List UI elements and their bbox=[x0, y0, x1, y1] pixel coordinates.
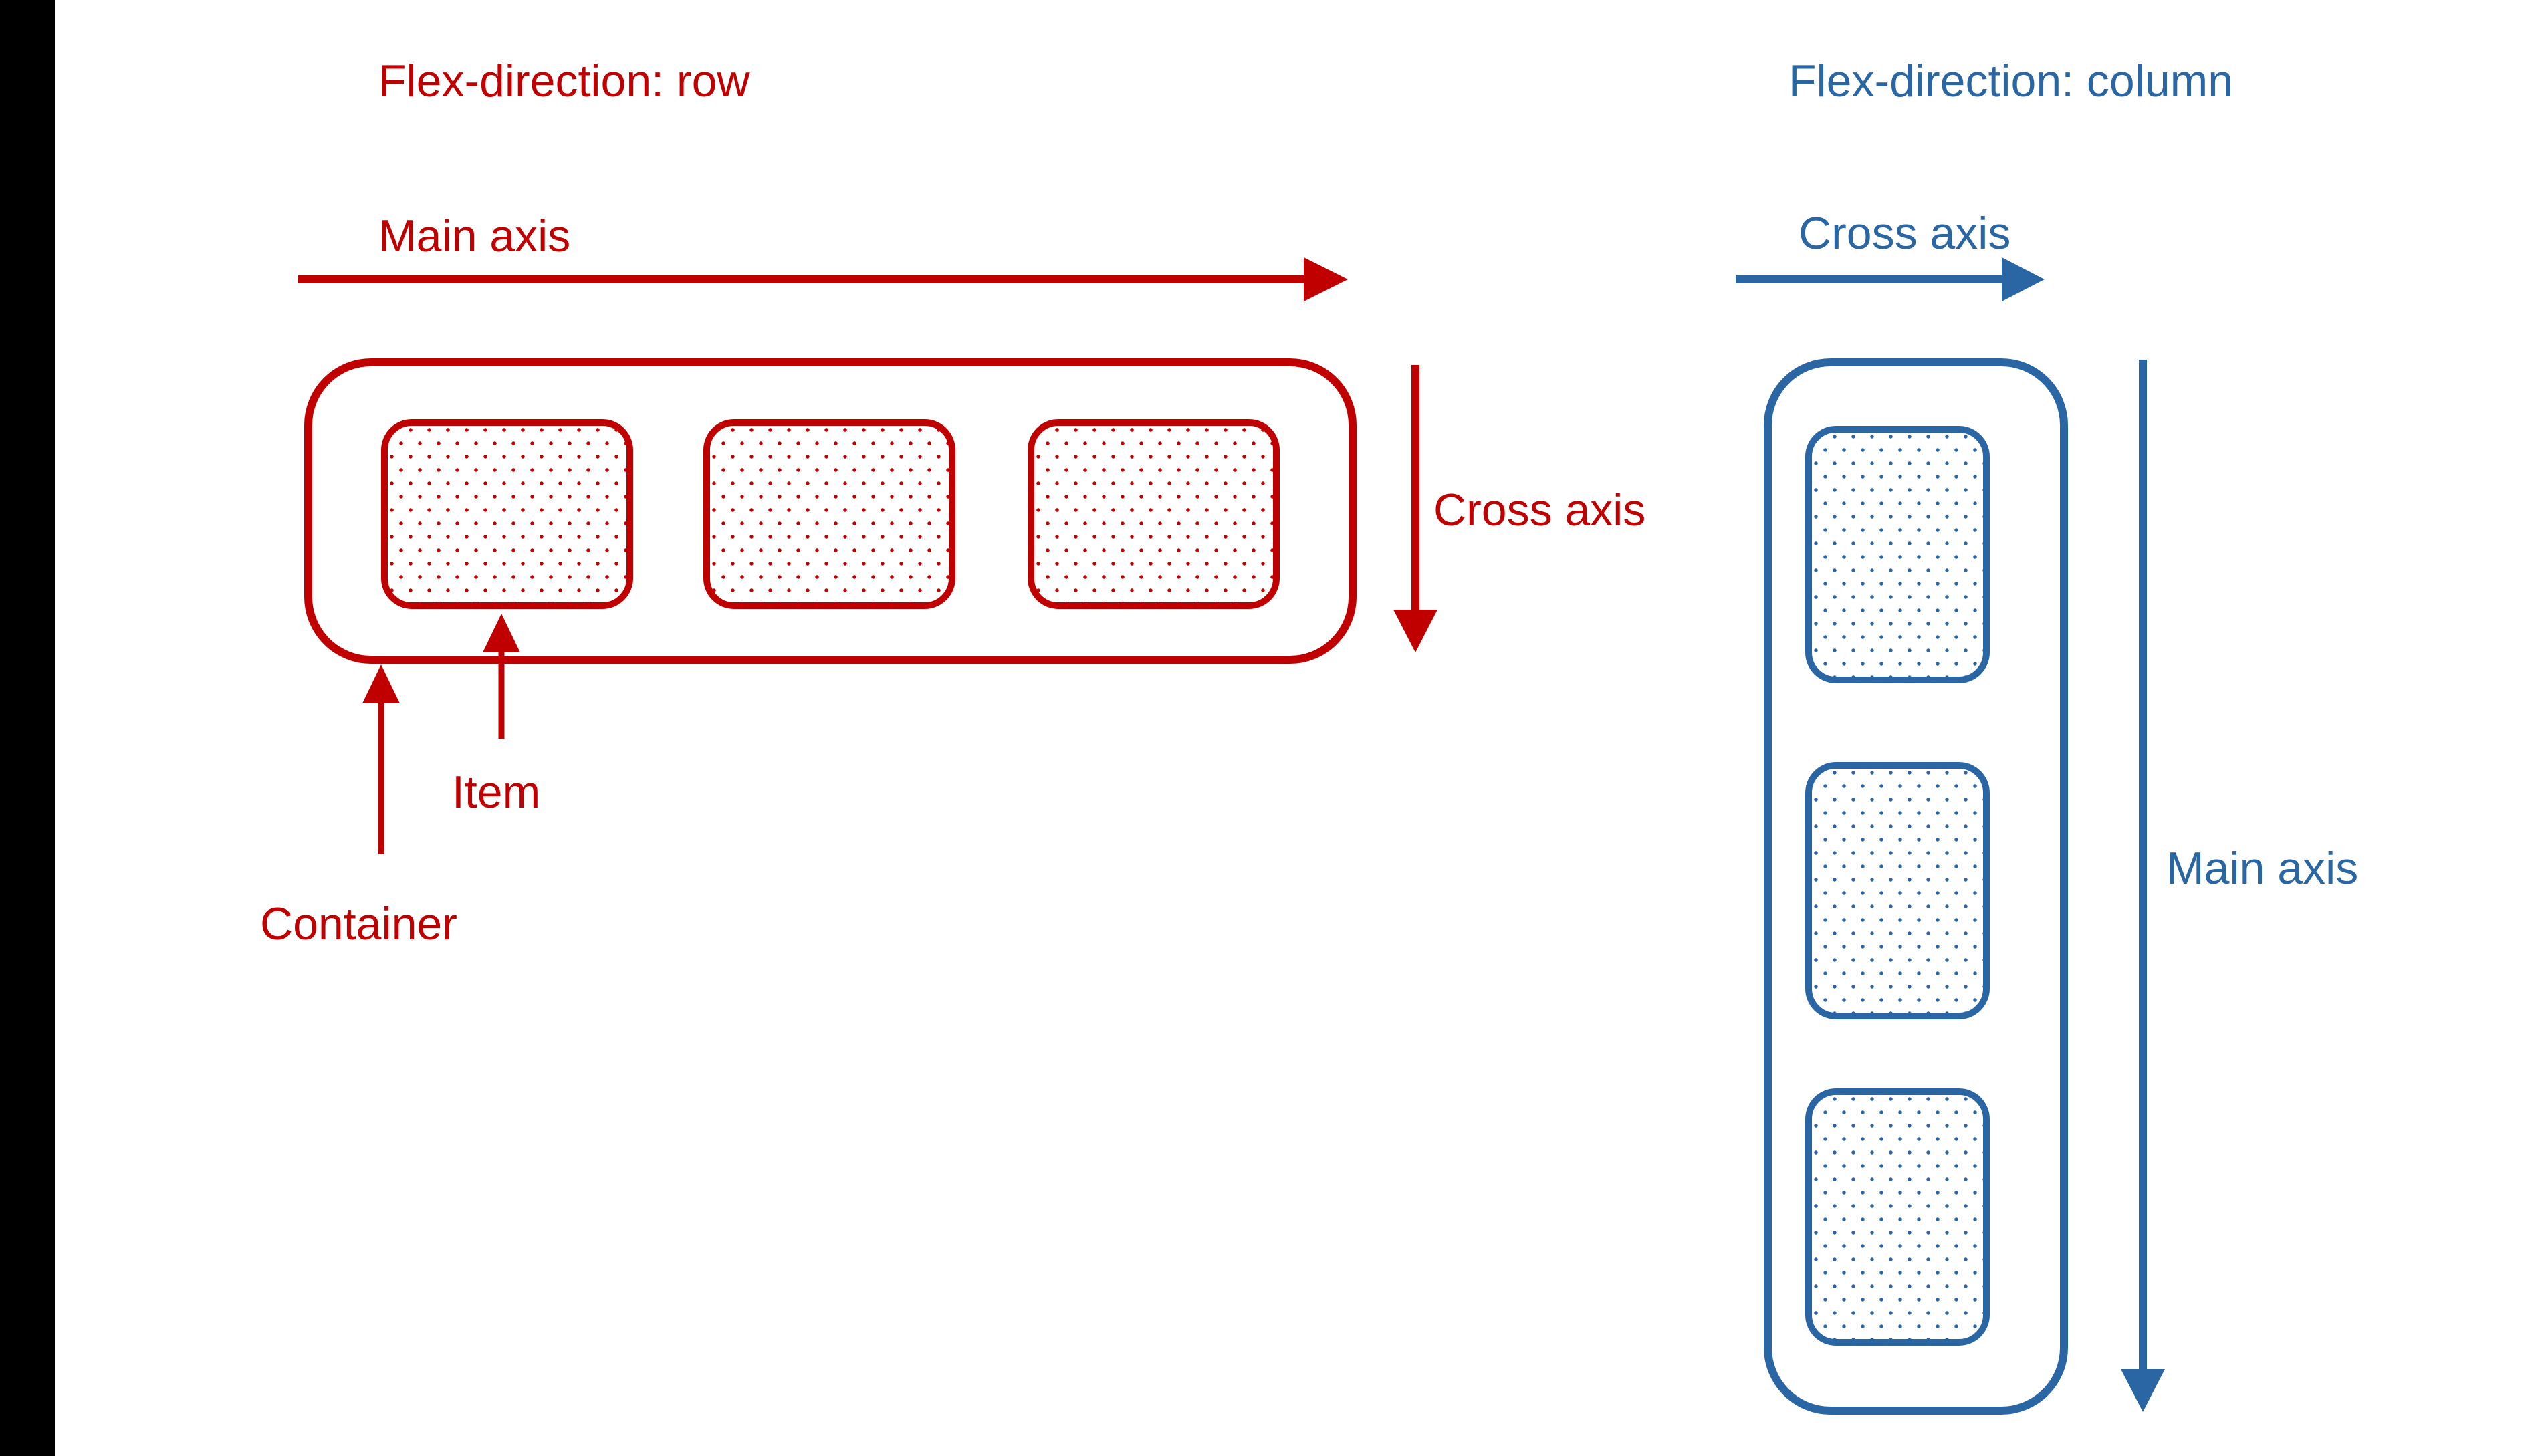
row-main-axis-arrow bbox=[298, 257, 1348, 301]
column-flex-container bbox=[1764, 358, 2068, 1415]
row-flex-item-3 bbox=[1028, 419, 1280, 609]
column-main-axis-label: Main axis bbox=[2166, 843, 2359, 894]
column-cross-axis-arrow bbox=[1736, 257, 2045, 301]
row-flex-item-2 bbox=[703, 419, 955, 609]
column-cross-axis-label: Cross axis bbox=[1799, 208, 2011, 259]
column-flex-item-3 bbox=[1805, 1088, 1990, 1346]
column-main-axis-arrow bbox=[2121, 360, 2165, 1412]
row-diagram-title: Flex-direction: row bbox=[378, 55, 750, 106]
column-flex-item-1 bbox=[1805, 426, 1990, 683]
left-black-bar bbox=[0, 0, 55, 1456]
row-main-axis-label: Main axis bbox=[378, 211, 571, 261]
row-cross-axis-arrow bbox=[1393, 365, 1437, 652]
arrowhead-down bbox=[2121, 1369, 2165, 1412]
row-cross-axis-label: Cross axis bbox=[1433, 485, 1646, 535]
row-flex-container bbox=[304, 358, 1357, 664]
row-container-arrow bbox=[362, 664, 400, 854]
row-container-label: Container bbox=[260, 898, 457, 949]
column-flex-item-2 bbox=[1805, 762, 1990, 1019]
row-flex-item-1 bbox=[381, 419, 633, 609]
arrowhead-right bbox=[1304, 257, 1348, 301]
arrowhead-right bbox=[2002, 257, 2045, 301]
arrowhead-up bbox=[362, 664, 400, 703]
column-diagram-title: Flex-direction: column bbox=[1788, 55, 2234, 106]
arrowhead-down bbox=[1393, 610, 1437, 652]
row-item-label: Item bbox=[452, 767, 541, 818]
